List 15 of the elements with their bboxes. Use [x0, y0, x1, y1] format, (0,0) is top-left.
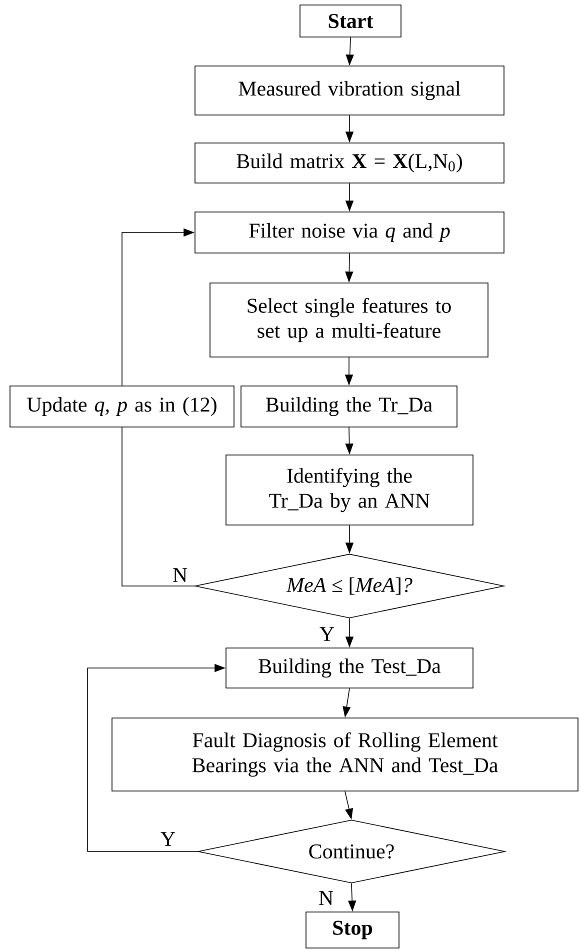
process-box: Fault Diagnosis of Rolling Element Bearings via the ANN and Test_Da: [112, 718, 578, 792]
process-box: Build matrix X = X(L,N$_{0}$): [194, 142, 504, 184]
process-box: Measured vibration signal: [194, 66, 504, 116]
terminal-box: Start: [300, 4, 402, 38]
edge-label: Y: [159, 831, 177, 847]
terminal-box: Stop: [306, 912, 400, 948]
edge-label: Y: [318, 626, 336, 642]
process-box: Building the Test_Da: [226, 648, 474, 688]
edge-label: N: [171, 567, 189, 583]
process-box: Identifying the Tr_Da by an ANN: [226, 454, 474, 526]
process-box: Select single features to set up a multi-feature: [210, 282, 488, 358]
process-box: Filter noise via q and p: [194, 212, 504, 254]
process-box: Update q, p as in (12): [10, 386, 234, 428]
edge-label: N: [317, 890, 335, 906]
process-box: Building the Tr_Da: [240, 386, 458, 428]
